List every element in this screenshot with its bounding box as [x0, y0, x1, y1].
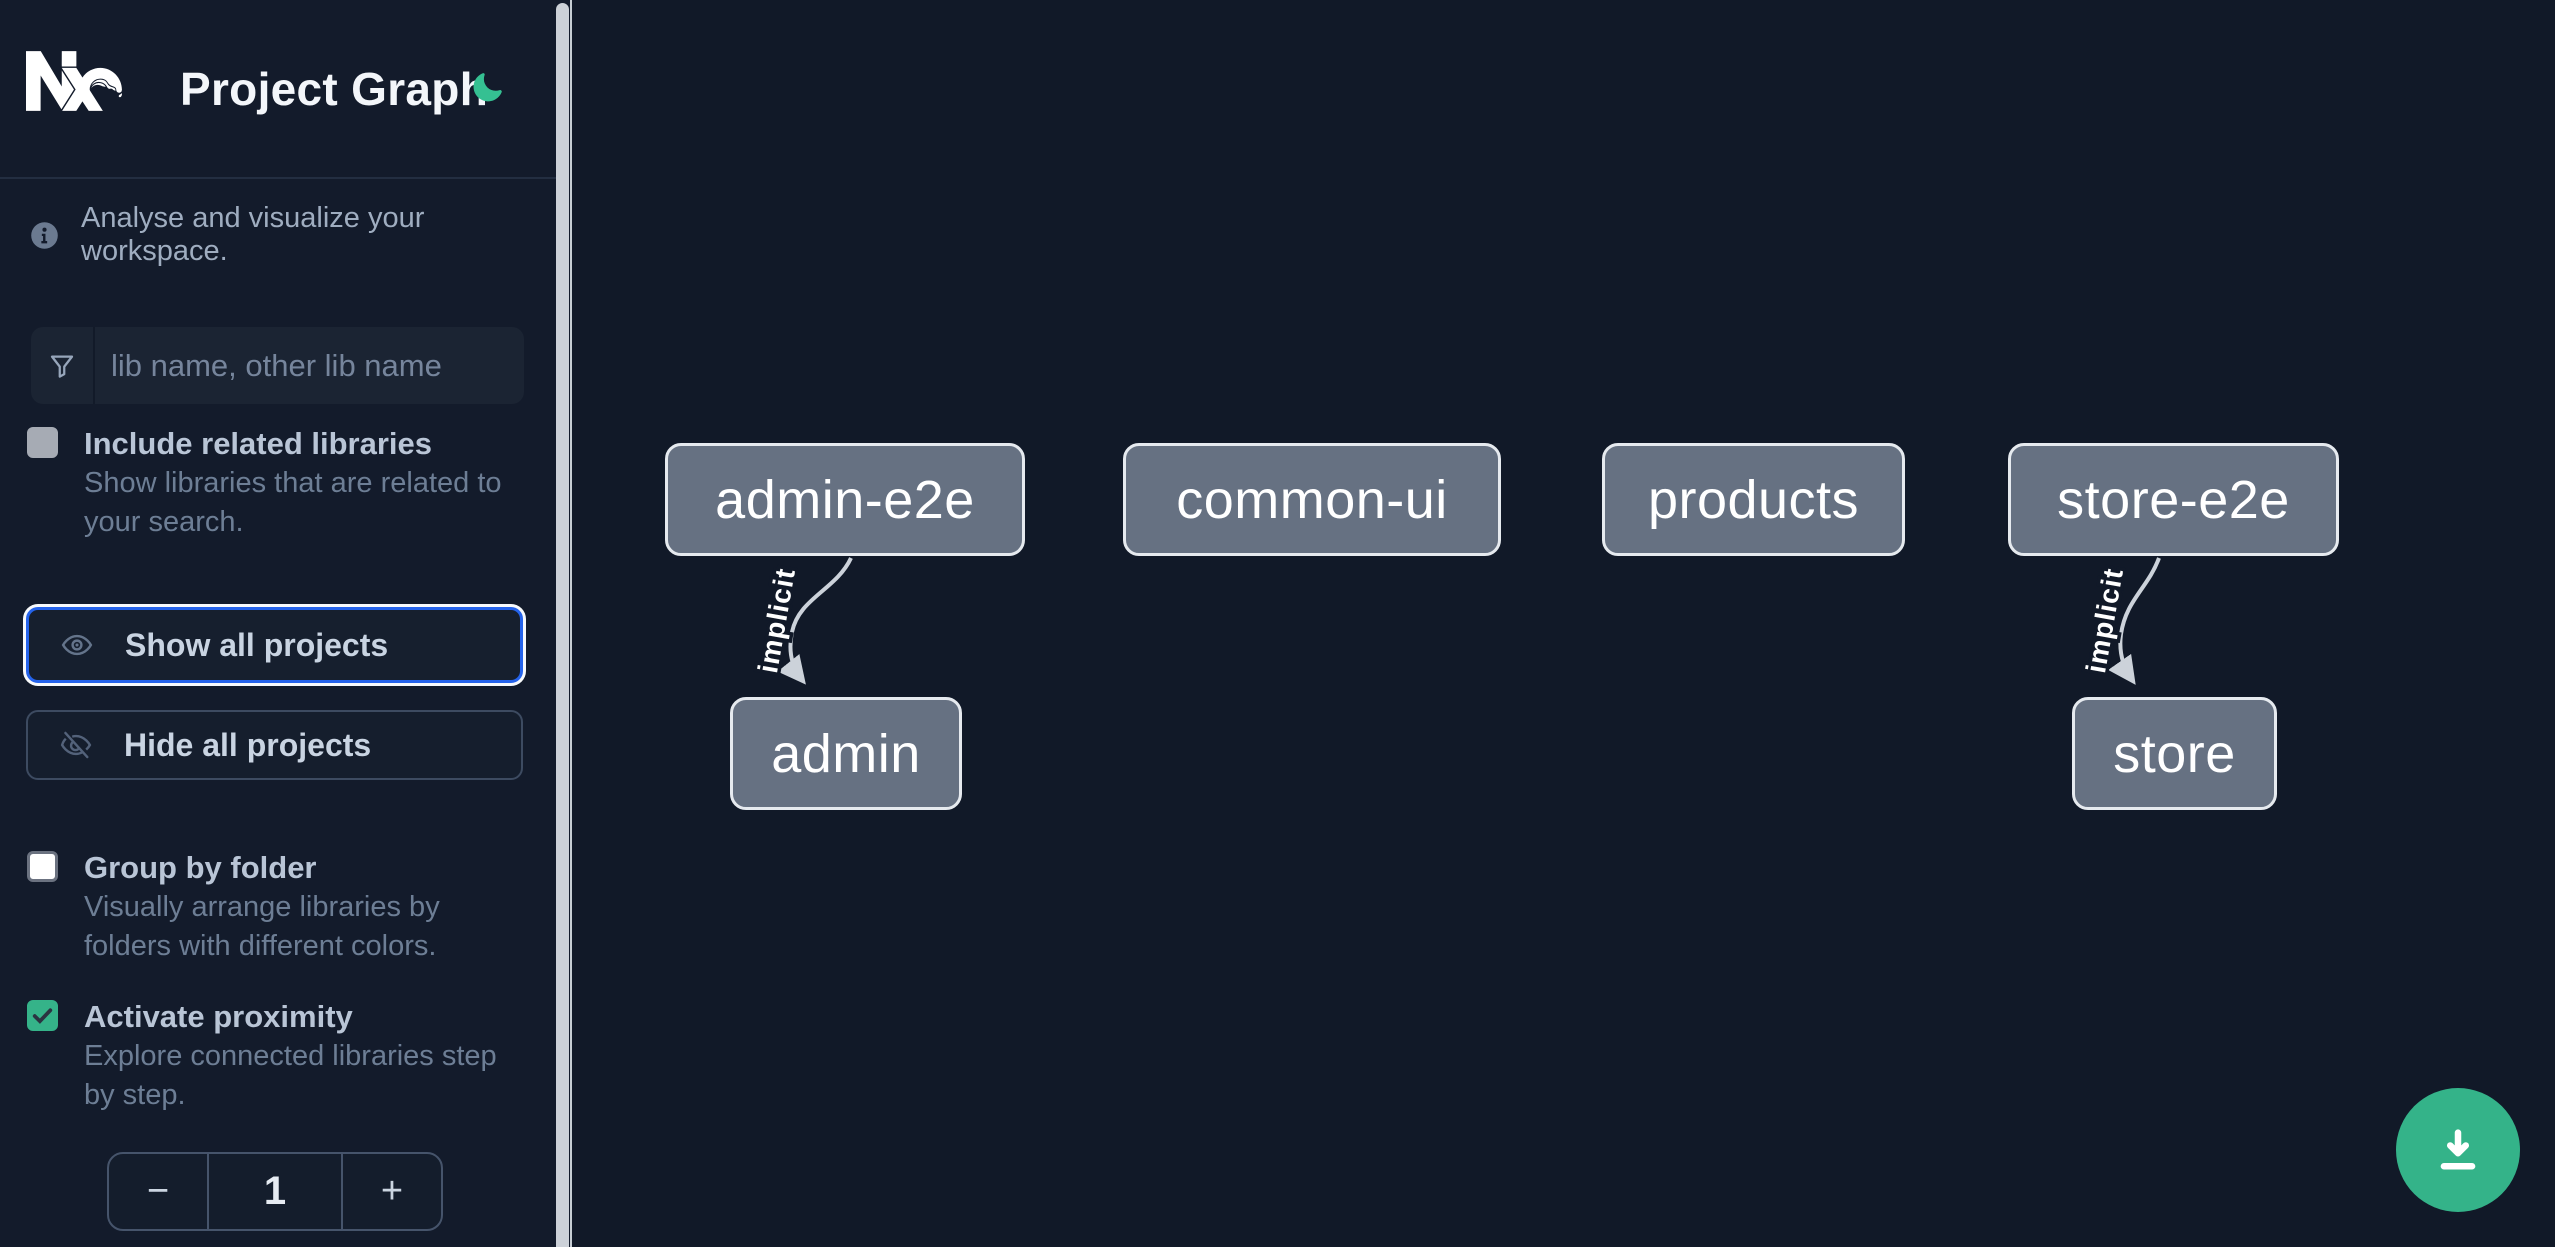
- download-graph-button[interactable]: [2396, 1088, 2520, 1212]
- button-label: Hide all projects: [124, 726, 372, 763]
- moon-icon: [473, 73, 502, 102]
- graph-node-store-e2e[interactable]: store-e2e: [2008, 443, 2339, 556]
- workspace-tagline-row: Analyse and visualize your workspace.: [30, 202, 556, 268]
- group-by-folder-checkbox[interactable]: [27, 851, 58, 882]
- graph-node-common-ui[interactable]: common-ui: [1123, 443, 1501, 556]
- sidebar-scrollbar[interactable]: [556, 0, 570, 1247]
- sidebar-canvas-divider: [570, 0, 572, 1247]
- checkbox-label: Include related libraries: [84, 426, 433, 461]
- graph-node-admin-e2e[interactable]: admin-e2e: [665, 443, 1025, 556]
- include-related-libraries-row: Include related libraries Show libraries…: [27, 424, 516, 542]
- checkbox-label: Group by folder: [84, 850, 317, 885]
- graph-node-store[interactable]: store: [2072, 697, 2277, 810]
- project-filter: [31, 327, 524, 404]
- scrollbar-thumb[interactable]: [556, 3, 569, 1247]
- graph-node-products[interactable]: products: [1602, 443, 1905, 556]
- filter-input[interactable]: [95, 327, 524, 404]
- include-related-checkbox: [27, 427, 58, 458]
- proximity-depth-stepper: − 1 +: [107, 1152, 443, 1231]
- activate-proximity-row: Activate proximity Explore connected lib…: [27, 997, 516, 1115]
- info-icon: [31, 221, 58, 249]
- increment-button[interactable]: +: [343, 1154, 441, 1229]
- edge-admin-e2e-to-admin[interactable]: [777, 557, 853, 685]
- stepper-value: 1: [207, 1154, 343, 1229]
- sidebar: Project Graph Analyse and visualize your…: [0, 0, 556, 1247]
- activate-proximity-checkbox[interactable]: [27, 1000, 58, 1031]
- checkbox-label: Activate proximity: [84, 999, 353, 1034]
- graph-node-admin[interactable]: admin: [730, 697, 962, 810]
- page-title: Project Graph: [180, 63, 489, 115]
- funnel-icon: [31, 327, 95, 404]
- eye-icon: [61, 634, 93, 656]
- hide-all-projects-button[interactable]: Hide all projects: [26, 710, 523, 780]
- eye-off-icon: [60, 731, 92, 759]
- group-by-folder-row: Group by folder Visually arrange librari…: [27, 848, 516, 966]
- edge-store-e2e-to-store[interactable]: [2108, 557, 2161, 685]
- decrement-button[interactable]: −: [109, 1154, 207, 1229]
- checkbox-description: Visually arrange libraries by folders wi…: [84, 891, 440, 962]
- show-all-projects-button[interactable]: Show all projects: [26, 607, 523, 683]
- checkbox-description: Explore connected libraries step by step…: [84, 1040, 497, 1111]
- button-label: Show all projects: [125, 626, 389, 663]
- header-divider: [0, 177, 556, 179]
- download-icon: [2440, 1129, 2476, 1170]
- dark-mode-toggle[interactable]: [466, 68, 506, 108]
- nx-logo: [26, 51, 122, 111]
- tagline-text: Analyse and visualize your workspace.: [81, 202, 425, 267]
- checkbox-description: Show libraries that are related to your …: [84, 467, 502, 538]
